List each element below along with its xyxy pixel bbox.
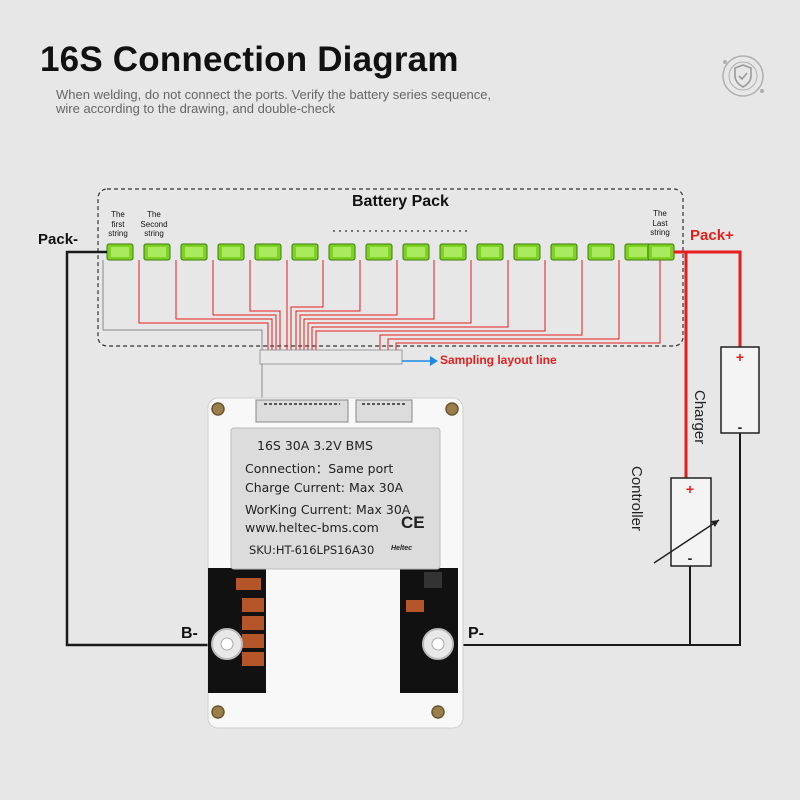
heltec-logo: Heltec xyxy=(391,545,413,552)
battery-pack-title: Battery Pack xyxy=(352,193,449,210)
battery-cell xyxy=(402,243,430,261)
sampling-line-label: Sampling layout line xyxy=(440,353,557,367)
battery-cell xyxy=(106,243,134,261)
charger-box xyxy=(720,346,760,434)
battery-pack-border xyxy=(97,188,684,347)
controller-plus: + xyxy=(686,481,694,497)
battery-cell xyxy=(587,243,615,261)
bms-charge-current: Charge Current: Max 30A xyxy=(245,480,404,495)
battery-cells xyxy=(106,243,675,261)
subtitle-line-1: When welding, do not connect the ports. … xyxy=(56,87,492,102)
p-minus-label: P- xyxy=(468,625,484,642)
battery-cell xyxy=(513,243,541,261)
subtitle-line-2: wire according to the drawing, and doubl… xyxy=(56,101,335,116)
controller-minus: - xyxy=(688,550,693,566)
bms-board xyxy=(207,397,464,729)
ce-mark: CE xyxy=(401,513,425,532)
battery-cell xyxy=(624,243,652,261)
sampling-harness xyxy=(259,349,403,365)
battery-cell xyxy=(254,243,282,261)
sampling-wires xyxy=(138,260,661,352)
battery-cell xyxy=(550,243,578,261)
controller-box xyxy=(670,477,712,567)
battery-cell xyxy=(439,243,467,261)
charger-label: Charger xyxy=(691,390,708,445)
pack-plus-label: Pack+ xyxy=(690,227,734,244)
battery-cell xyxy=(328,243,356,261)
p-minus-wire xyxy=(458,432,741,646)
battery-cell xyxy=(180,243,208,261)
controller-label: Controller xyxy=(628,466,645,532)
sampling-wire-negative xyxy=(102,260,263,352)
page-title: 16S Connection Diagram xyxy=(40,40,459,79)
first-string-label: The first string xyxy=(108,210,128,238)
battery-cell xyxy=(143,243,171,261)
battery-cell xyxy=(291,243,319,261)
battery-cell xyxy=(476,243,504,261)
bms-connection: Connection：Same port xyxy=(245,461,394,476)
charger-plus: + xyxy=(736,349,744,365)
shield-icon xyxy=(722,55,764,97)
bms-model: 16S 30A 3.2V BMS xyxy=(257,438,373,453)
bms-label-sticker: 16S 30A 3.2V BMS Connection：Same port Ch… xyxy=(233,430,438,568)
b-minus-label: B- xyxy=(181,625,198,642)
bms-website: www.heltec-bms.com xyxy=(245,520,379,535)
pack-plus-wire xyxy=(674,250,742,347)
pack-minus-wire xyxy=(65,250,212,647)
bms-sku: SKU:HT-616LPS16A30 xyxy=(249,543,375,557)
second-string-label: The Second string xyxy=(140,210,168,238)
pack-minus-label: Pack- xyxy=(38,231,79,248)
bms-working-current: WorKing Current: Max 30A xyxy=(245,502,411,517)
battery-cell xyxy=(365,243,393,261)
charger-minus: - xyxy=(738,419,743,435)
battery-cell xyxy=(217,243,245,261)
last-string-label: The Last string xyxy=(650,209,670,237)
page-subtitle: When welding, do not connect the ports. … xyxy=(56,88,616,116)
battery-cell xyxy=(647,243,675,261)
